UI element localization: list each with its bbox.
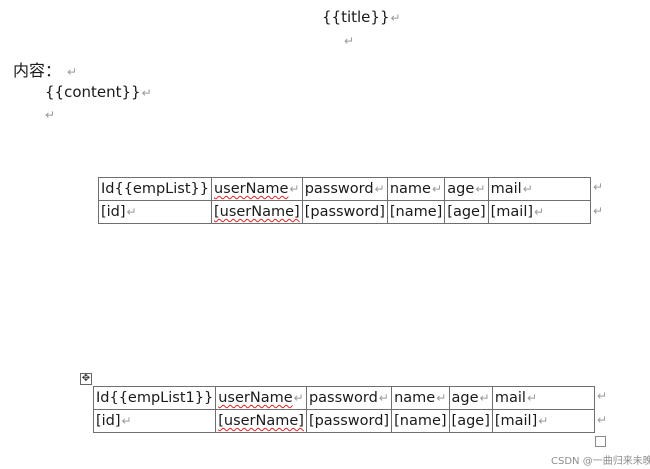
table-row: [id]↵ [userName] [password] [name] [age]…: [98, 200, 592, 224]
table-cell[interactable]: [name]: [386, 200, 446, 224]
content-placeholder: {{content}}: [45, 83, 141, 101]
table-cell[interactable]: Id{{empList1}}: [92, 386, 217, 410]
table-cell[interactable]: age↵: [448, 386, 493, 410]
table-cell[interactable]: [age]: [448, 409, 493, 433]
content-heading: 内容：: [13, 61, 62, 80]
table-cell[interactable]: [userName]: [215, 409, 307, 433]
table-cell[interactable]: userName↵: [215, 386, 307, 410]
table-cell[interactable]: name↵: [386, 177, 446, 201]
table-cell[interactable]: [mail]↵: [491, 409, 596, 433]
table-cell[interactable]: [password]: [301, 200, 388, 224]
table-move-handle-icon[interactable]: ✥: [80, 373, 92, 385]
table-cell[interactable]: password↵: [305, 386, 393, 410]
content-placeholder-line[interactable]: {{content}}↵: [45, 83, 152, 101]
title-placeholder: {{title}}: [322, 8, 390, 26]
table-cell[interactable]: mail↵: [487, 177, 592, 201]
table-cell[interactable]: [mail]↵: [487, 200, 592, 224]
table-header-row: Id{{empList1}} userName↵ password↵ name↵…: [92, 386, 596, 410]
table-cell[interactable]: [userName]: [210, 200, 303, 224]
title-placeholder-line[interactable]: {{title}}↵: [322, 8, 401, 26]
table-cell[interactable]: Id{{empList}}: [98, 177, 212, 201]
row-end-mark-icon: ↵: [597, 413, 608, 427]
table-cell[interactable]: age↵: [444, 177, 489, 201]
row-end-mark-icon: ↵: [597, 389, 608, 403]
table-resize-handle-icon[interactable]: [595, 436, 606, 447]
table-cell[interactable]: [age]: [444, 200, 489, 224]
table-cell[interactable]: [name]: [391, 409, 450, 433]
table-cell[interactable]: [id]↵: [92, 409, 217, 433]
table-cell[interactable]: mail↵: [491, 386, 596, 410]
content-heading-line[interactable]: 内容： ↵: [13, 57, 77, 81]
row-end-mark-icon: ↵: [593, 204, 604, 218]
table-cell[interactable]: password↵: [301, 177, 388, 201]
paragraph-mark-icon: ↵: [45, 108, 56, 122]
table-cell[interactable]: userName↵: [210, 177, 303, 201]
row-end-mark-icon: ↵: [593, 180, 604, 194]
paragraph-mark-icon: ↵: [67, 65, 78, 79]
table-cell[interactable]: [password]: [305, 409, 393, 433]
table-cell[interactable]: [id]↵: [98, 200, 212, 224]
table-cell[interactable]: name↵: [391, 386, 450, 410]
table-row: [id]↵ [userName] [password] [name] [age]…: [92, 409, 596, 433]
emp-list1-table: Id{{empList1}} userName↵ password↵ name↵…: [92, 386, 596, 433]
table-header-row: Id{{empList}} userName↵ password↵ name↵ …: [98, 177, 592, 201]
paragraph-mark-icon: ↵: [344, 34, 355, 48]
paragraph-mark-icon: ↵: [141, 86, 152, 100]
emp-list-table: Id{{empList}} userName↵ password↵ name↵ …: [98, 177, 592, 224]
paragraph-mark-icon: ↵: [390, 11, 401, 25]
watermark: CSDN @一曲归来未晚: [551, 456, 650, 467]
